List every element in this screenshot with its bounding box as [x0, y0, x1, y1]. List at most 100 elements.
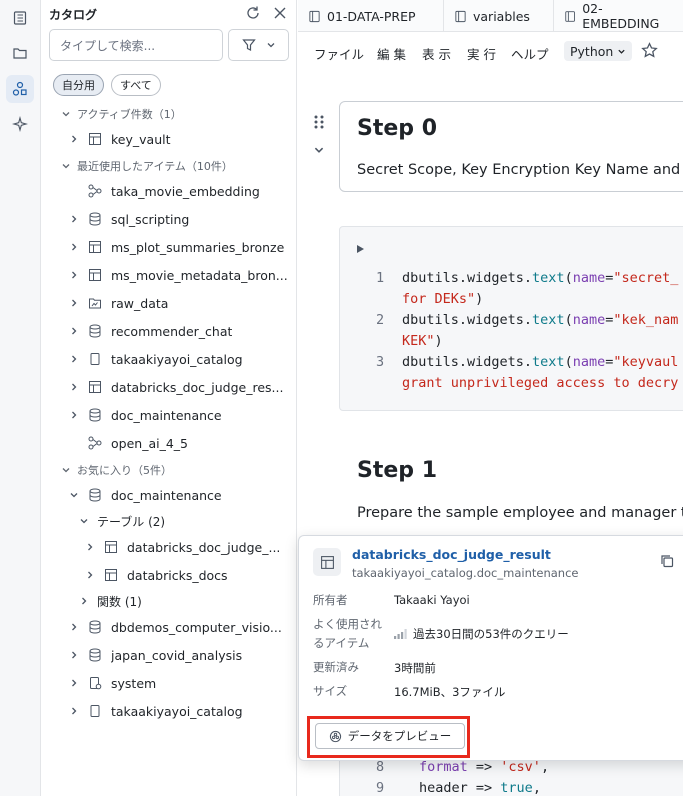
chevron-down-icon: [267, 43, 274, 48]
close-icon[interactable]: [271, 4, 289, 22]
catalog-book-icon: [87, 351, 103, 367]
model-icon: [87, 435, 103, 451]
chevron-right-icon: [67, 380, 81, 394]
filter-button[interactable]: [228, 29, 289, 61]
step0-text: Secret Scope, Key Encryption Key Name an…: [357, 162, 681, 178]
catalog-title: カタログ: [49, 8, 98, 22]
chevron-right-icon: [67, 268, 81, 282]
code-cell[interactable]: [339, 226, 683, 411]
menu-view[interactable]: 表 示: [422, 47, 451, 62]
left-rail: [0, 0, 41, 796]
code-line: dbutils.widgets.text(name="kek_nam: [402, 312, 679, 328]
chevron-right-icon: [67, 132, 81, 146]
size-value: 16.7MiB、3ファイル: [394, 685, 506, 699]
catalog-panel: カタログ タイプして検索... 自分用 すべて アクティブ件数（1） key_v…: [41, 0, 297, 796]
pill-all[interactable]: すべて: [111, 74, 161, 96]
usage-value: 過去30日間の53件のクエリー: [394, 626, 569, 642]
table-icon: [103, 567, 119, 583]
chevron-down-icon: [62, 164, 70, 169]
preview-icon: [329, 730, 341, 742]
line-number: 2: [376, 312, 385, 328]
tree-item-recent[interactable]: raw_data: [67, 291, 168, 315]
tab-variables[interactable]: variables: [444, 0, 554, 32]
language-selector[interactable]: Python: [564, 41, 633, 61]
table-icon: [87, 379, 103, 395]
search-placeholder: タイプして検索...: [60, 38, 156, 53]
updated-label: 更新済み: [313, 660, 359, 674]
database-icon: [87, 647, 103, 663]
table-icon: [87, 267, 103, 283]
menu-file[interactable]: ファイル: [314, 47, 365, 62]
chevron-down-icon: [62, 112, 70, 117]
chevron-right-icon: [67, 212, 81, 226]
tree-item-table[interactable]: databricks_docs: [83, 563, 228, 587]
tree-item-recent[interactable]: ms_plot_summaries_bronze: [67, 235, 284, 259]
popover-table-name[interactable]: databricks_doc_judge_result: [352, 547, 551, 562]
section-favorites[interactable]: お気に入り（5件）: [61, 462, 172, 478]
system-catalog-icon: [87, 675, 103, 691]
code-line: format => 'csv',: [419, 759, 550, 775]
markdown-cell-step0[interactable]: [339, 101, 683, 192]
assistant-icon[interactable]: [6, 110, 34, 138]
tree-item-key-vault[interactable]: key_vault: [67, 127, 171, 151]
tree-item-favorite-schema[interactable]: doc_maintenance: [67, 483, 222, 507]
usage-label: よく使用され るアイテム: [313, 617, 382, 650]
tree-item-recent[interactable]: doc_maintenance: [67, 403, 222, 427]
tree-item-recent[interactable]: takaakiyayoi_catalog: [67, 347, 243, 371]
menu-help[interactable]: ヘルプ: [511, 47, 549, 62]
chevron-down-icon: [77, 514, 91, 528]
tree-item-favorite[interactable]: japan_covid_analysis: [67, 643, 242, 667]
collapse-cell-icon[interactable]: [313, 144, 325, 160]
folder-icon[interactable]: [6, 39, 34, 67]
highlight-box: [307, 716, 470, 758]
catalog-icon[interactable]: [6, 75, 34, 103]
tree-group-functions[interactable]: 関数 (1): [77, 589, 142, 613]
code-line: header => true,: [419, 780, 541, 796]
tab-data-prep[interactable]: 01-DATA-PREP: [298, 0, 444, 32]
menu-edit[interactable]: 編 集: [377, 47, 406, 62]
code-line: for DEKs"): [402, 291, 484, 307]
updated-value: 3時間前: [394, 661, 436, 675]
tree-item-favorite[interactable]: system: [67, 671, 156, 695]
chevron-right-icon: [67, 324, 81, 338]
table-info-popover: databricks_doc_judge_result takaakiyayoi…: [298, 535, 683, 761]
search-input[interactable]: タイプして検索...: [49, 29, 223, 61]
step0-heading: Step 0: [357, 116, 437, 141]
pill-mine[interactable]: 自分用: [53, 74, 104, 96]
preview-data-button[interactable]: データをプレビュー: [315, 723, 465, 749]
owner-label: 所有者: [313, 593, 348, 607]
chevron-right-icon: [67, 408, 81, 422]
popover-table-path: takaakiyayoi_catalog.doc_maintenance: [352, 566, 579, 580]
code-line: grant unprivileged access to decry: [402, 375, 679, 391]
tree-item-favorite[interactable]: dbdemos_computer_visio...: [67, 615, 282, 639]
chevron-right-icon: [67, 648, 81, 662]
star-icon[interactable]: [641, 42, 658, 63]
code-line: KEK"): [402, 333, 443, 349]
copy-icon[interactable]: [660, 554, 674, 572]
tree-group-tables[interactable]: テーブル (2): [77, 509, 165, 533]
tree-item-recent[interactable]: ms_movie_metadata_bron...: [67, 263, 288, 287]
line-number: 3: [376, 354, 385, 370]
line-number: 9: [376, 780, 385, 796]
chevron-right-icon: [83, 540, 97, 554]
section-active[interactable]: アクティブ件数（1）: [61, 106, 182, 122]
section-recent[interactable]: 最近使用したアイテム（10件）: [61, 158, 233, 174]
refresh-icon[interactable]: [244, 4, 262, 22]
tree-item-recent[interactable]: open_ai_4_5: [67, 431, 188, 455]
run-cell-icon[interactable]: [356, 243, 365, 258]
menu-run[interactable]: 実 行: [467, 47, 496, 62]
tab-embedding[interactable]: 02-EMBEDDING: [554, 0, 683, 32]
tree-item-recent[interactable]: databricks_doc_judge_res...: [67, 375, 283, 399]
table-icon: [313, 548, 341, 576]
drag-handle-icon[interactable]: [313, 114, 325, 134]
tree-item-recent[interactable]: sql_scripting: [67, 207, 189, 231]
tree-item-favorite[interactable]: takaakiyayoi_catalog: [67, 699, 243, 723]
tree-item-table[interactable]: databricks_doc_judge_...: [83, 535, 293, 559]
filter-icon: [241, 39, 256, 51]
code-cell-2[interactable]: [339, 756, 683, 796]
notebook-icon[interactable]: [6, 4, 34, 32]
database-icon: [87, 407, 103, 423]
tree-item-recent[interactable]: recommender_chat: [67, 319, 232, 343]
tree-item-recent[interactable]: taka_movie_embedding: [67, 179, 260, 203]
chevron-right-icon: [77, 594, 91, 608]
